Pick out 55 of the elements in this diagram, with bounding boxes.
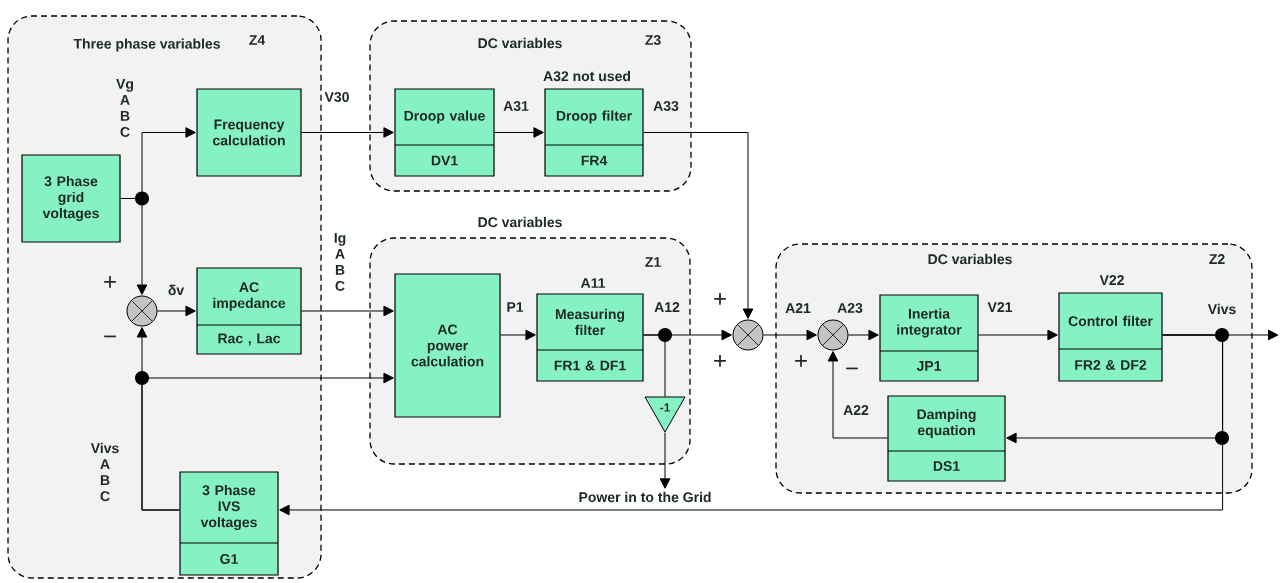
block-box: 3 Phase grid voltages [21,154,121,243]
edge-label: V21 [987,302,1013,312]
signal-label: A32 not used [543,70,631,82]
edge-label: Vivs [1207,303,1236,315]
arrow [848,329,879,341]
edge-label: V30 [324,92,349,102]
edge-label: A23 [837,303,863,313]
sign-label: − [846,367,858,370]
signal-label: A11 [580,278,606,288]
summing-junction [126,295,158,327]
summing-junction [817,319,849,351]
arrow [659,432,671,489]
arrow [494,127,544,138]
arrow [141,372,394,511]
edge-label: A33 [653,101,679,111]
edge-label: A21 [785,303,811,313]
connector-line [643,334,666,397]
edge-label: A31 [503,101,529,111]
edge-label: A22 [843,405,869,415]
arrow [120,198,148,295]
edge-label: P1 [507,302,524,312]
block-box: Measuring filter FR1 & DF1 [536,293,644,382]
block-box: Damping equation DS1 [887,395,1006,482]
arrow [279,334,1224,516]
summing-junction [732,319,764,351]
arrow [301,127,394,138]
sign-label: + [795,355,807,367]
arrow [978,329,1058,341]
signal-label: Ig A B C [334,233,346,291]
block-box: Droop filter FR4 [544,88,644,177]
signal-label: Vivs A B C [90,442,119,502]
arrow [301,305,394,317]
gain-triangle: -1 [644,396,686,433]
arrow [500,329,536,341]
block-box: Droop value DV1 [394,88,495,177]
sign-label: + [714,355,726,367]
block-box: AC power calculation [394,273,501,418]
node-label: DC variables [478,216,562,228]
signal-label: V22 [1099,275,1124,285]
signal-label: Vg A B C [116,79,134,137]
arrow [827,351,888,439]
arrow [763,329,817,341]
block-box: AC impedance Rac , Lac [196,267,302,355]
arrow [157,305,196,317]
sign-label: + [714,293,726,305]
block-box: 3 Phase IVS voltages G1 [179,471,279,576]
block-box: Inertia integrator JP1 [879,294,979,382]
edge-label: δv [168,284,185,296]
block-box: Control filter FR2 & DF2 [1058,292,1163,382]
edge-label: A12 [654,302,680,312]
block-box: Frequency calculation [196,88,302,177]
sign-label: − [104,335,116,338]
arrow [643,132,754,319]
sign-label: + [104,276,116,288]
output-label: Power in to the Grid [579,491,711,503]
